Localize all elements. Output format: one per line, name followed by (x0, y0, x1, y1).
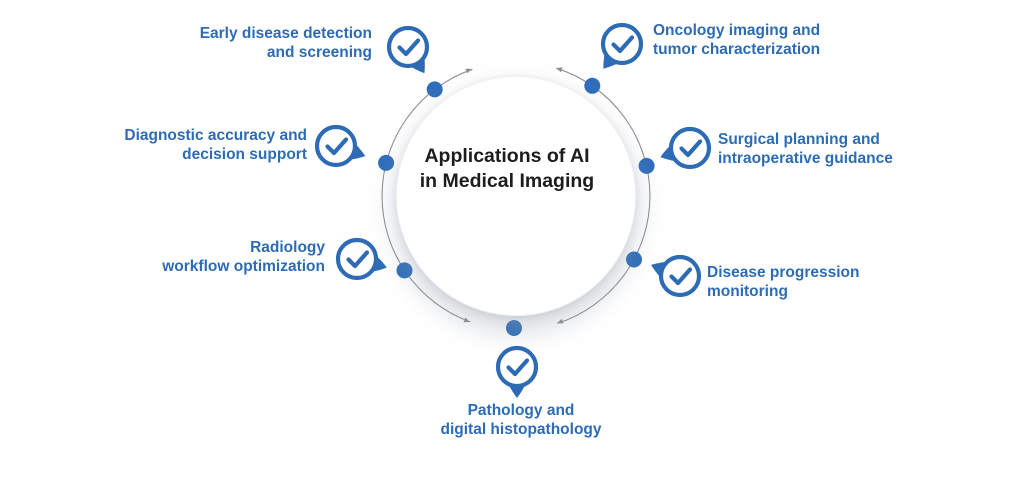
dot-icon (638, 157, 655, 174)
item-label-surgical-planning: Surgical planning and intraoperative gui… (718, 130, 893, 168)
arrowhead-icon (463, 317, 470, 323)
item-label-line2: digital histopathology (440, 421, 602, 438)
item-label-line1: Surgical planning and (718, 131, 880, 148)
diagram-title-line1: Applications of AI (424, 145, 590, 167)
item-label-line2: intraoperative guidance (718, 150, 893, 167)
diagram-title-line2: in Medical Imaging (419, 170, 595, 192)
item-label-line1: Pathology and (467, 402, 575, 419)
checkmark-pin-icon (600, 22, 644, 69)
item-label-line2: tumor characterization (653, 41, 821, 58)
item-label-disease-progression: Disease progression monitoring (707, 263, 859, 301)
checkmark-pin-icon (660, 126, 712, 170)
item-label-diagnostic-accuracy: Diagnostic accuracy and decision support (124, 126, 307, 164)
item-label-line1: Oncology imaging and (653, 22, 821, 39)
checkmark-pin-icon (335, 237, 387, 281)
dot-icon (396, 262, 413, 279)
dot-icon (426, 81, 443, 98)
dot-icon (378, 154, 395, 171)
checkmark-pin-icon (314, 124, 366, 168)
item-label-line1: Early disease detection (199, 25, 372, 42)
item-label-line2: decision support (182, 146, 307, 163)
arrowhead-icon (465, 68, 472, 74)
item-label-early-disease-detection: Early disease detection and screening (200, 24, 372, 62)
center-circle: Applications of AI in Medical Imaging (396, 76, 636, 316)
dot-icon (626, 251, 642, 268)
item-label-line1: Diagnostic accuracy and (124, 127, 307, 144)
dot-icon (506, 320, 522, 336)
arrowhead-icon (556, 67, 563, 73)
item-label-oncology-imaging: Oncology imaging and tumor characterizat… (653, 21, 820, 59)
item-label-line1: Radiology (250, 239, 325, 256)
item-label-line1: Disease progression (707, 264, 860, 281)
dot-icon (584, 77, 601, 94)
ring-arc-right (556, 67, 651, 324)
diagram-title: Applications of AI in Medical Imaging (420, 144, 594, 194)
item-label-line2: workflow optimization (162, 258, 325, 275)
checkmark-pin-icon (495, 345, 539, 398)
item-label-pathology: Pathology and digital histopathology (440, 401, 601, 439)
checkmark-pin-icon (651, 254, 702, 298)
checkmark-pin-icon (386, 25, 430, 74)
item-label-line2: and screening (266, 44, 372, 61)
item-label-radiology-workflow: Radiology workflow optimization (162, 238, 325, 276)
arrowhead-icon (557, 318, 564, 324)
item-label-line2: monitoring (707, 283, 788, 300)
